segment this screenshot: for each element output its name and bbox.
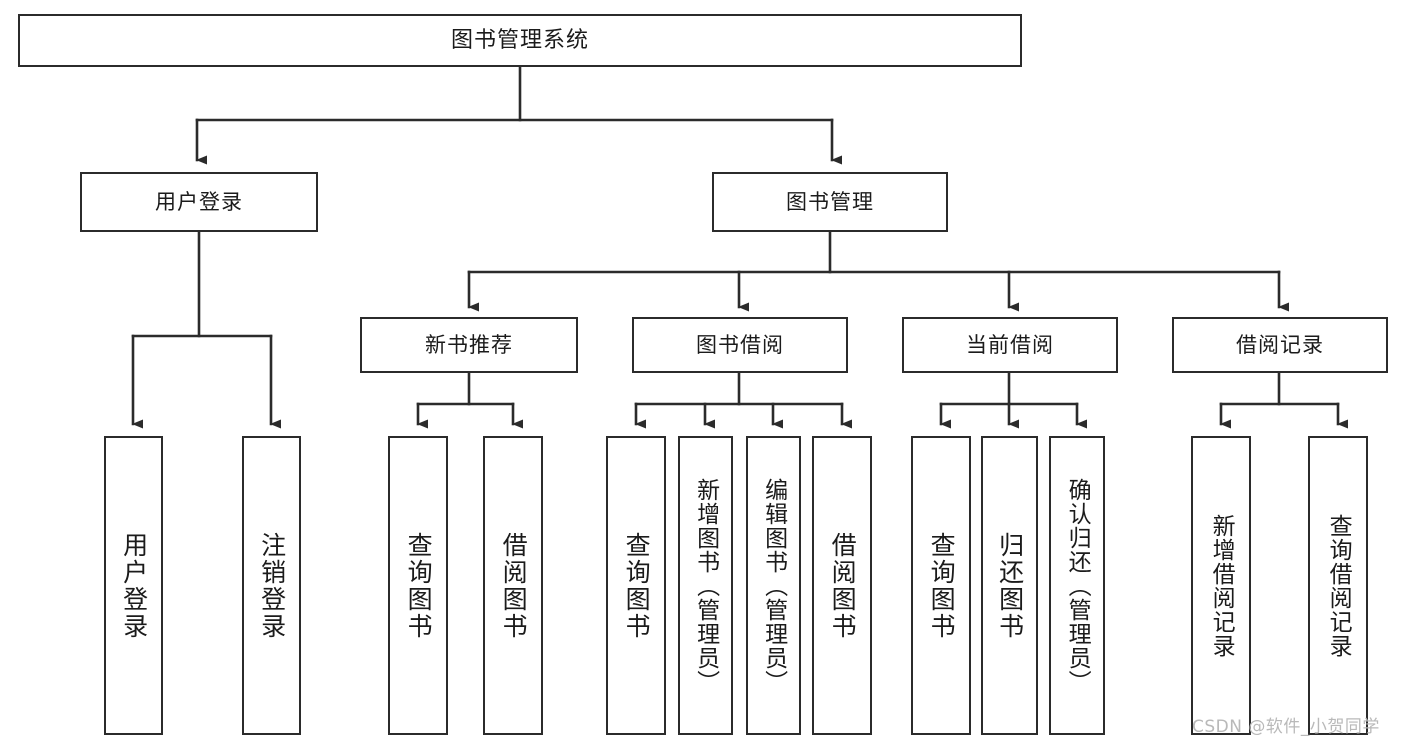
node-leaf-confirm-return-admin[interactable]: 确认归还（管理员）: [1049, 436, 1105, 735]
node-leaf-query-book-borrow[interactable]: 查询图书: [606, 436, 666, 735]
node-label: 图书借阅: [696, 332, 784, 357]
node-book-management-system[interactable]: 图书管理系统: [18, 14, 1022, 67]
node-label: 确认归还（管理员）: [1064, 477, 1091, 694]
node-label: 借阅图书: [499, 531, 529, 640]
node-label: 新书推荐: [425, 332, 513, 357]
node-leaf-query-borrow-record[interactable]: 查询借阅记录: [1308, 436, 1368, 735]
node-leaf-query-book-recommend[interactable]: 查询图书: [388, 436, 448, 735]
node-label: 借阅图书: [828, 531, 858, 640]
node-leaf-add-book-admin[interactable]: 新增图书（管理员）: [678, 436, 733, 735]
node-label: 用户登录: [119, 531, 149, 640]
node-label: 查询图书: [404, 531, 434, 640]
node-label: 图书管理: [786, 189, 874, 214]
node-leaf-edit-book-admin[interactable]: 编辑图书（管理员）: [746, 436, 801, 735]
node-current-borrow[interactable]: 当前借阅: [902, 317, 1118, 373]
node-label: 查询图书: [927, 531, 957, 640]
node-leaf-user-login[interactable]: 用户登录: [104, 436, 163, 735]
node-label: 新增图书（管理员）: [692, 477, 719, 694]
node-borrow-record[interactable]: 借阅记录: [1172, 317, 1388, 373]
node-label: 归还图书: [995, 531, 1025, 640]
node-book-borrow[interactable]: 图书借阅: [632, 317, 848, 373]
node-label: 当前借阅: [966, 332, 1054, 357]
node-new-book-recommend[interactable]: 新书推荐: [360, 317, 578, 373]
node-label: 借阅记录: [1236, 332, 1324, 357]
node-user-login[interactable]: 用户登录: [80, 172, 318, 232]
node-label: 注销登录: [257, 531, 287, 640]
node-label: 图书管理系统: [450, 27, 589, 53]
node-book-management[interactable]: 图书管理: [712, 172, 948, 232]
node-label: 新增借阅记录: [1208, 513, 1235, 658]
node-leaf-add-borrow-record[interactable]: 新增借阅记录: [1191, 436, 1251, 735]
node-label: 用户登录: [155, 189, 243, 214]
node-leaf-return-book[interactable]: 归还图书: [981, 436, 1038, 735]
node-label: 编辑图书（管理员）: [760, 477, 787, 694]
node-leaf-user-logout[interactable]: 注销登录: [242, 436, 301, 735]
node-leaf-borrow-book-borrow[interactable]: 借阅图书: [812, 436, 872, 735]
node-label: 查询借阅记录: [1325, 513, 1352, 658]
node-label: 查询图书: [622, 531, 652, 640]
node-leaf-query-book-current[interactable]: 查询图书: [911, 436, 971, 735]
node-leaf-borrow-book-recommend[interactable]: 借阅图书: [483, 436, 543, 735]
